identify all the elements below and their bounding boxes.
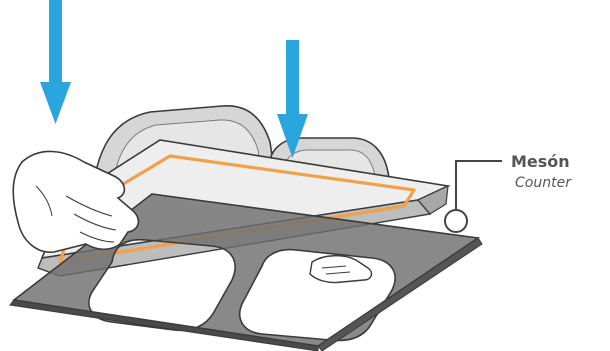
right-hand [310, 256, 371, 283]
callout-leader [445, 161, 502, 232]
callout-primary-label: Mesón [511, 152, 570, 171]
callout-marker-circle [445, 210, 467, 232]
down-arrow-left [40, 0, 71, 124]
callout-secondary-label: Counter [515, 175, 571, 191]
